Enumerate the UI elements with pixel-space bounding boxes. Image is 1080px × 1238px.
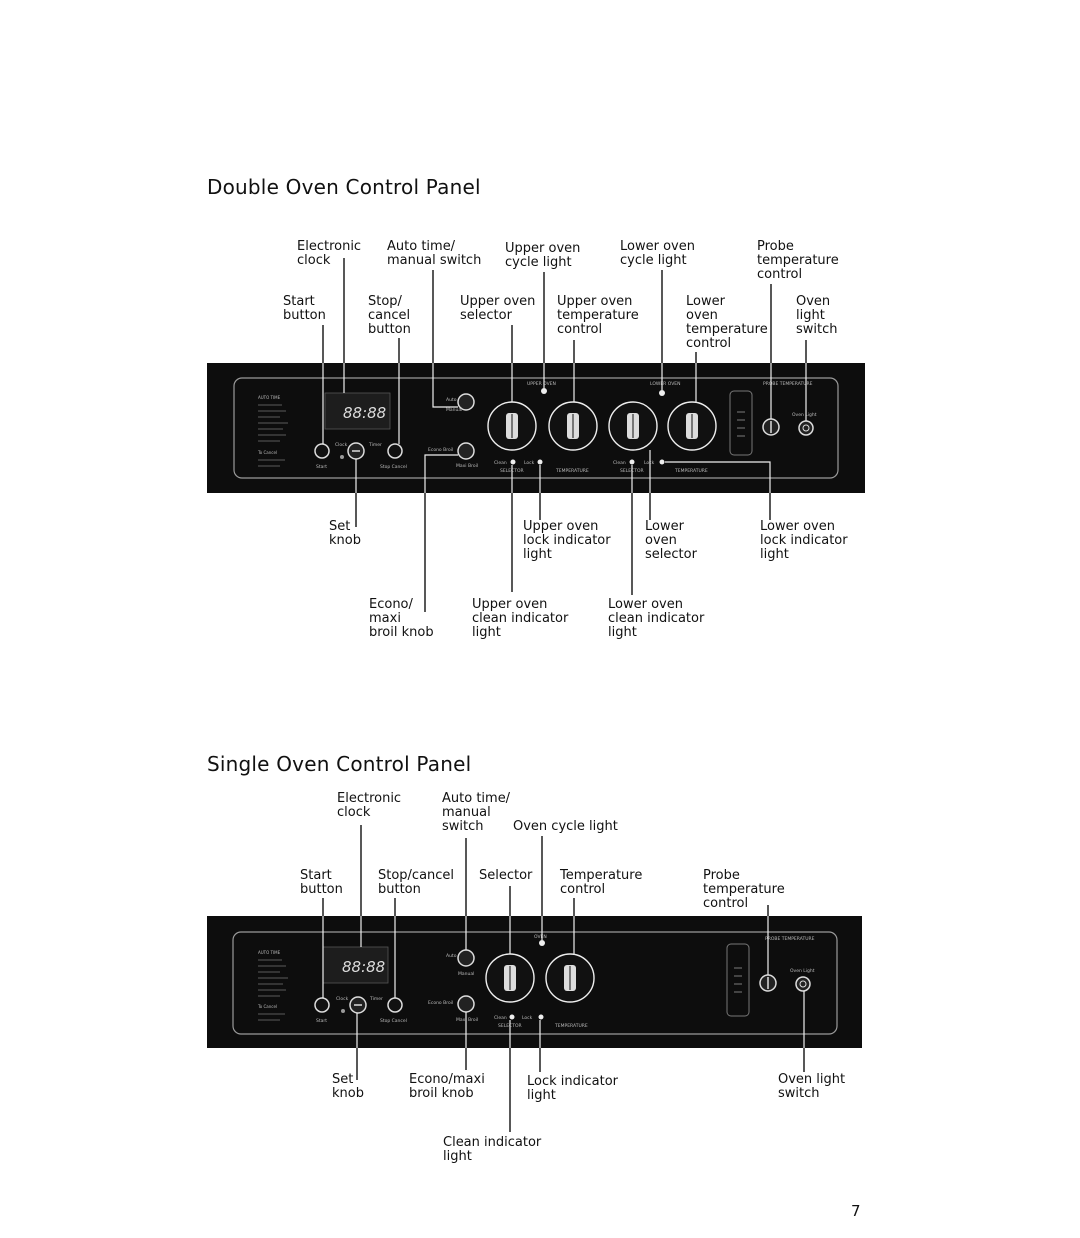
lower-cycle-light bbox=[659, 390, 665, 396]
panel-auto-text: Auto bbox=[446, 397, 457, 403]
single-oven-light-switch bbox=[795, 976, 811, 992]
label-upper-clean: Upper oven clean indicator light bbox=[472, 597, 569, 640]
panel-stop-cancel-text: Stop Cancel bbox=[380, 464, 407, 470]
label-econo-broil: Econo/ maxi broil knob bbox=[369, 597, 434, 640]
label-single-set-knob: Set knob bbox=[332, 1072, 364, 1101]
single-oven-text: OVEN bbox=[534, 934, 547, 940]
double-oven-title: Double Oven Control Panel bbox=[207, 175, 481, 199]
label-upper-temperature: Upper oven temperature control bbox=[557, 294, 639, 337]
single-manual-text: Manual bbox=[458, 971, 474, 977]
label-single-clean: Clean indicator light bbox=[443, 1135, 542, 1164]
single-auto-text: Auto bbox=[446, 953, 457, 959]
label-auto-time-switch: Auto time/ manual switch bbox=[387, 239, 482, 268]
label-single-stop: Stop/cancel button bbox=[378, 868, 455, 897]
lower-clean-light bbox=[629, 459, 635, 465]
label-oven-light-switch: Oven light switch bbox=[796, 294, 838, 337]
panel-timer-text: Timer bbox=[368, 442, 382, 448]
single-auto-manual-switch bbox=[457, 949, 475, 967]
label-set-knob: Set knob bbox=[329, 519, 361, 548]
single-econo-broil-text: Econo Broil bbox=[428, 1000, 453, 1006]
start-button bbox=[314, 443, 330, 459]
label-lower-temperature: Lower oven temperature control bbox=[686, 294, 768, 351]
label-stop-cancel-button: Stop/ cancel button bbox=[368, 294, 411, 337]
label-lower-selector: Lower oven selector bbox=[645, 519, 697, 562]
label-electronic-clock: Electronic clock bbox=[297, 239, 362, 268]
clock-display-digits: 88:88 bbox=[343, 404, 386, 422]
label-lower-clean: Lower oven clean indicator light bbox=[608, 597, 705, 640]
single-timer-text: Timer bbox=[369, 996, 383, 1002]
label-probe-temperature: Probe temperature control bbox=[757, 239, 839, 282]
label-single-probe: Probe temperature control bbox=[703, 868, 785, 911]
single-stop-cancel-button bbox=[387, 997, 403, 1013]
single-auto-time-text: AUTO TIME bbox=[258, 950, 281, 955]
lower-lock-light bbox=[659, 459, 665, 465]
panel-probe-temp-text: PROBE TEMPERATURE bbox=[763, 381, 813, 387]
panel-lower-lock-text: Lock bbox=[644, 460, 655, 466]
single-oven-title: Single Oven Control Panel bbox=[207, 752, 472, 776]
upper-clean-light bbox=[510, 459, 516, 465]
single-temperature-text: TEMPERATURE bbox=[554, 1023, 588, 1029]
panel-oven-light-text: Oven Light bbox=[792, 412, 817, 418]
single-econo-broil-knob bbox=[457, 995, 475, 1013]
label-upper-selector: Upper oven selector bbox=[460, 294, 536, 323]
panel-to-cancel-text: To Cancel bbox=[257, 450, 277, 455]
label-start-button: Start button bbox=[283, 294, 326, 323]
single-stop-cancel-text: Stop Cancel bbox=[380, 1018, 407, 1024]
single-start-text: Start bbox=[316, 1018, 327, 1024]
label-single-electronic-clock: Electronic clock bbox=[337, 791, 402, 820]
label-upper-lock: Upper oven lock indicator light bbox=[523, 519, 611, 562]
panel-econo-broil-text: Econo Broil bbox=[428, 447, 453, 453]
panel-upper-oven-text: UPPER OVEN bbox=[527, 381, 556, 387]
panel-clock-text: Clock bbox=[335, 442, 348, 448]
panel-maxi-broil-text: Maxi Broil bbox=[456, 463, 478, 469]
panel-auto-time-text: AUTO TIME bbox=[258, 395, 281, 400]
label-single-oven-light: Oven light switch bbox=[778, 1072, 846, 1101]
label-single-lock: Lock indicator light bbox=[527, 1074, 618, 1103]
label-single-temperature: Temperature control bbox=[560, 868, 643, 897]
panel-manual-text: Manual bbox=[446, 407, 462, 413]
label-lower-lock: Lower oven lock indicator light bbox=[760, 519, 848, 562]
upper-cycle-light bbox=[541, 388, 547, 394]
stop-cancel-button bbox=[387, 443, 403, 459]
panel-upper-clean-text: Clean bbox=[494, 460, 507, 466]
panel-upper-temperature-text: TEMPERATURE bbox=[555, 468, 589, 474]
single-maxi-broil-text: Maxi Broil bbox=[456, 1017, 478, 1023]
panel-lower-temperature-text: TEMPERATURE bbox=[674, 468, 708, 474]
label-single-econo: Econo/maxi broil knob bbox=[409, 1072, 485, 1101]
single-clock-display-digits: 88:88 bbox=[342, 958, 385, 976]
single-probe-temp-text: PROBE TEMPERATURE bbox=[765, 936, 815, 942]
page-number: 7 bbox=[851, 1202, 861, 1220]
econo-broil-knob bbox=[457, 442, 475, 460]
single-oven-light-text: Oven Light bbox=[790, 968, 815, 974]
panel-upper-lock-text: Lock bbox=[524, 460, 535, 466]
panel-lower-oven-text: LOWER OVEN bbox=[650, 381, 681, 387]
single-clean-text: Clean bbox=[494, 1015, 507, 1021]
single-lock-text: Lock bbox=[522, 1015, 533, 1021]
single-to-cancel-text: To Cancel bbox=[257, 1004, 277, 1009]
single-cycle-light bbox=[539, 940, 545, 946]
panel-start-text: Start bbox=[316, 464, 327, 470]
auto-manual-switch bbox=[457, 393, 475, 411]
label-upper-cycle-light: Upper oven cycle light bbox=[505, 241, 581, 270]
label-single-cycle-light: Oven cycle light bbox=[513, 819, 618, 834]
single-lock-light bbox=[538, 1014, 544, 1020]
single-start-button bbox=[314, 997, 330, 1013]
label-single-selector: Selector bbox=[479, 868, 533, 883]
single-clock-text: Clock bbox=[336, 996, 349, 1002]
panel-lower-clean-text: Clean bbox=[613, 460, 626, 466]
label-single-start: Start button bbox=[300, 868, 343, 897]
single-clean-light bbox=[509, 1014, 515, 1020]
upper-lock-light bbox=[537, 459, 543, 465]
label-single-auto-time: Auto time/ manual switch bbox=[442, 791, 511, 834]
label-lower-cycle-light: Lower oven cycle light bbox=[620, 239, 695, 268]
